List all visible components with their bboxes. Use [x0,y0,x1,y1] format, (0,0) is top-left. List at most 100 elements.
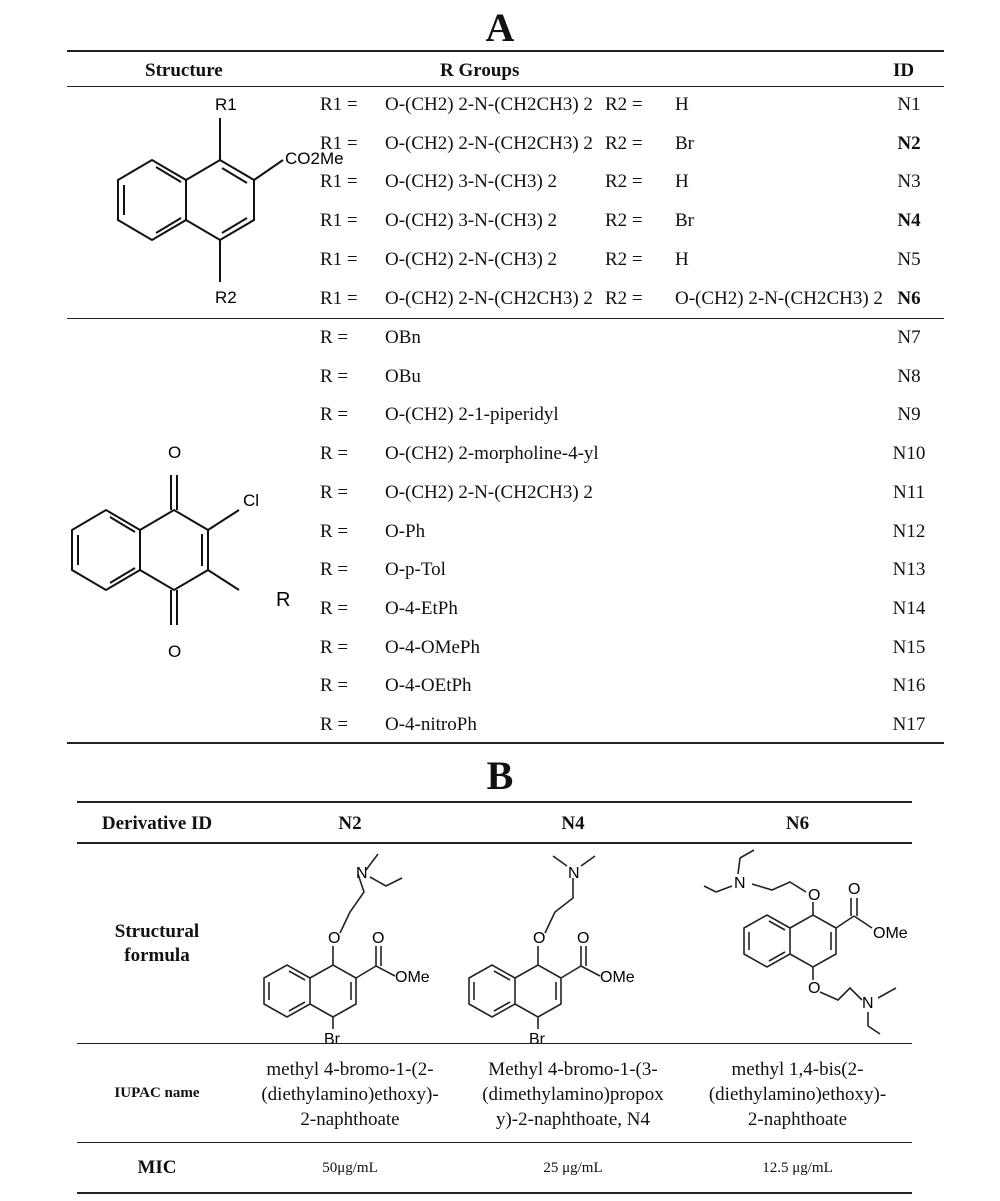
ester-label: CO2Me [285,149,344,168]
compound-id: N1 [897,94,921,115]
n2-carbonyl-o: O [372,930,384,947]
r-label-cell: R = [320,481,349,503]
table-a-header-rule [67,86,944,87]
table-b-bottom-rule [77,1192,912,1194]
section-a-title: A [485,5,515,50]
r2-label: R2 [215,288,237,307]
r1-label-cell: R1 = [320,132,358,154]
n2-oxygen: O [328,930,340,947]
r-value-cell: O-4-EtPh [385,597,458,619]
n6-nitrogen-bottom: N [862,995,874,1012]
mic-label: MIC [137,1157,177,1178]
table-b-mid-rule-2 [77,1142,912,1143]
r2-value-cell: H [675,94,689,115]
table-a-top-rule [67,50,944,52]
compound-id: N8 [897,365,921,387]
iupac-n2: methyl 4-bromo-1-(2-(diethylamino)ethoxy… [261,1059,439,1130]
header-derivative-id: Derivative ID [101,813,213,834]
r-label-cell: R = [320,597,349,619]
r-label-cell: R = [320,559,349,581]
compound-id: N6 [897,287,921,309]
r2-value-cell: Br [675,210,694,232]
chloronaphthoquinone-structure: O O Cl R [71,443,290,661]
n4-ome: OMe [600,969,635,986]
r2-label-cell: R2 = [605,132,643,154]
header-n4: N4 [561,813,585,834]
section-b-title: B [486,753,514,798]
compound-id: N2 [897,132,921,154]
r-value-cell: OBu [385,365,421,387]
r-value-cell: O-4-OMePh [385,636,480,658]
carbonyl-o-bottom: O [168,642,181,661]
r-value-cell: O-Ph [385,520,426,542]
iupac-n4: Methyl 4-bromo-1-(3-(dimethylamino)propo… [482,1059,664,1130]
n4-nitrogen: N [568,865,580,882]
compound-id: N13 [892,559,926,581]
r1-label-cell: R1 = [320,248,358,270]
r-value-cell: O-(CH2) 2-1-piperidyl [385,404,559,426]
r-label-cell: R = [320,520,349,542]
r1-value-cell: O-(CH2) 3-N-(CH3) 2 [385,210,558,232]
n2-structural-formula: O N O OMe Br [263,853,430,1048]
n6-oxygen-bottom: O [808,980,820,997]
r-value-cell: O-4-OEtPh [385,675,472,697]
header-r-groups: R Groups [440,60,520,81]
n2-br: Br [324,1031,341,1048]
r-label-cell: R = [320,714,349,735]
r-label-cell: R = [320,675,349,697]
compound-id: N7 [897,327,921,348]
n6-ome: OMe [873,925,908,942]
n6-oxygen-top: O [808,887,820,904]
r1-label-cell: R1 = [320,287,358,309]
compound-id: N3 [897,171,921,193]
compound-id: N14 [892,597,926,619]
r-label-cell: R = [320,327,349,348]
n6-structural-formula: O N O OMe O N [703,849,908,1035]
r-label-cell: R = [320,443,349,465]
compound-id: N5 [897,248,921,270]
compound-id: N15 [892,636,926,658]
table-b-mid-rule-1 [77,1043,912,1044]
table-b-header-rule [77,842,912,844]
compound-id: N12 [892,520,926,542]
header-id: ID [893,60,915,81]
iupac-label: IUPAC name [114,1085,200,1101]
compound-id: N10 [892,443,926,465]
r1-label-cell: R1 = [320,210,358,232]
n4-br: Br [529,1031,546,1048]
r2-value-cell: H [675,248,689,270]
naphthalene-ester-structure: R1 CO2Me R2 [117,95,344,307]
r2-label-cell: R2 = [605,287,643,309]
compound-id: N9 [897,404,921,426]
r1-value-cell: O-(CH2) 2-N-(CH3) 2 [385,248,558,270]
r2-label-cell: R2 = [605,210,643,232]
r-label-cell: R = [320,365,349,387]
r-label-cell: R = [320,404,349,426]
r-label: R [276,589,290,611]
compound-id: N11 [892,481,926,503]
iupac-n6: methyl 1,4-bis(2-(diethylamino)ethoxy)-2… [708,1059,887,1130]
header-n2: N2 [338,813,362,834]
r-value-cell: O-(CH2) 2-N-(CH2CH3) 2 [385,481,593,503]
mic-n2: 50μg/mL [322,1160,378,1176]
n6-nitrogen-top: N [734,875,746,892]
mic-n4: 25 μg/mL [543,1160,603,1176]
r-value-cell: O-(CH2) 2-morpholine-4-yl [385,443,599,465]
table-b-top-rule [77,801,912,803]
n2-nitrogen: N [356,865,368,882]
r-value-cell: OBn [385,327,421,348]
n6-carbonyl-o: O [848,881,860,898]
r2-value-cell: H [675,171,689,193]
structural-formula-label: Structural formula [114,921,200,966]
carbonyl-o-top: O [168,443,181,462]
r1-label: R1 [215,95,237,114]
r1-label-cell: R1 = [320,171,358,193]
n2-ome: OMe [395,969,430,986]
chloro-label: Cl [243,491,259,510]
r-value-cell: O-p-Tol [385,559,446,581]
r1-label-cell: R1 = [320,94,358,115]
compound-id: N4 [897,210,921,232]
compound-id: N17 [892,714,926,735]
r2-label-cell: R2 = [605,248,643,270]
r1-value-cell: O-(CH2) 3-N-(CH3) 2 [385,171,558,193]
